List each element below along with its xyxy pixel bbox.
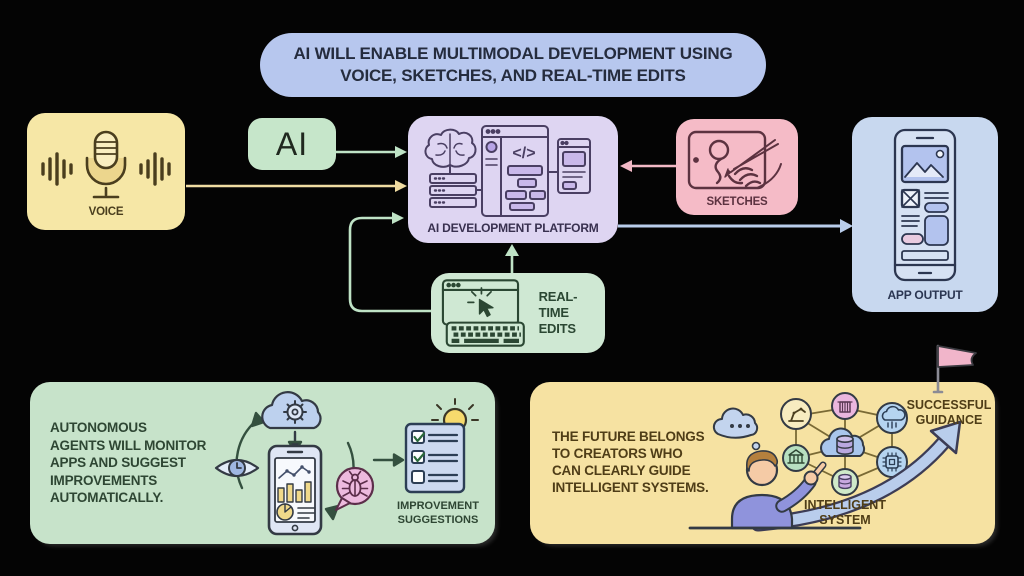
network-node-database: [831, 468, 859, 496]
brain-icon: [424, 128, 477, 168]
preview-window-icon: [557, 138, 591, 194]
successful-guidance-caption: SUCCESSFUL GUIDANCE: [906, 398, 992, 427]
sound-wave-right-icon: [139, 151, 171, 186]
checklist-icon: [404, 398, 479, 494]
sketches-to-platform-arrow: [620, 160, 676, 172]
future-panel-art: [688, 344, 977, 532]
network-node-building: [831, 392, 859, 420]
node-voice: VOICE: [27, 113, 185, 230]
monitoring-cycle-icon: [214, 391, 405, 536]
network-node-robot-arm: [780, 398, 812, 430]
checklist-paper-icon: [404, 422, 466, 494]
cycle-arrow-left: [235, 418, 259, 490]
bug-bubble-icon: [335, 466, 375, 511]
banner: AI WILL ENABLE MULTIMODAL DEVELOPMENT US…: [260, 33, 766, 97]
phone-mockup-icon: [893, 128, 957, 282]
platform-label: AI DEVELOPMENT PLATFORM: [427, 221, 599, 235]
banner-text: AI WILL ENABLE MULTIMODAL DEVELOPMENT US…: [293, 44, 733, 85]
sound-wave-left-icon: [41, 151, 73, 186]
person-icon: [688, 450, 862, 530]
thought-bubble-icon: [712, 407, 764, 457]
node-sketches: SKETCHES: [676, 119, 798, 215]
future-panel-text: THE FUTURE BELONGS TO CREATORS WHO CAN C…: [552, 429, 709, 495]
network-node-cloud-ai: [876, 402, 908, 434]
node-realtime-edits: REAL-TIME EDITS: [431, 273, 605, 353]
code-window-icon: </>: [481, 125, 549, 217]
edits-to-platform-curve-arrow: [348, 212, 431, 313]
server-stack-icon: [429, 173, 477, 208]
ai-to-platform-arrow: [336, 146, 407, 158]
realtime-edits-label: REAL-TIME EDITS: [538, 289, 578, 336]
svg-text:</>: </>: [512, 145, 535, 162]
node-app-output: APP OUTPUT: [852, 117, 998, 312]
network-node-bank: [782, 444, 810, 472]
node-platform: </> AI DEVELOPMENT PLATFORM: [408, 116, 618, 243]
cloud-gear-icon: [261, 391, 322, 430]
improvement-suggestions-caption: IMPROVEMENT SUGGESTIONS: [397, 500, 479, 526]
tablet-sketch-icon: [687, 130, 782, 190]
ai-label: AI: [275, 125, 309, 162]
voice-label: VOICE: [88, 205, 124, 218]
app-output-label: APP OUTPUT: [887, 288, 963, 302]
platform-to-app-arrow: [618, 219, 853, 233]
node-ai: AI: [248, 118, 336, 170]
keyboard-icon: [445, 321, 525, 347]
sketches-label: SKETCHES: [706, 196, 768, 208]
analytics-phone-icon: [267, 444, 323, 536]
flag-icon: [932, 344, 977, 394]
agents-panel-text: AUTONOMOUS AGENTS WILL MONITOR APPS AND …: [50, 420, 207, 505]
voice-to-platform-arrow: [186, 180, 407, 192]
platform-icon: </>: [424, 125, 591, 217]
microphone-icon: [41, 130, 171, 198]
eye-clock-icon: [214, 458, 260, 478]
cursor-icon: [478, 298, 494, 318]
intelligent-network-icon: [780, 392, 908, 496]
intelligent-system-caption: INTELLIGENT SYSTEM: [804, 498, 886, 527]
hand-pen-icon: [724, 139, 782, 189]
browser-cursor-icon: [441, 279, 525, 347]
